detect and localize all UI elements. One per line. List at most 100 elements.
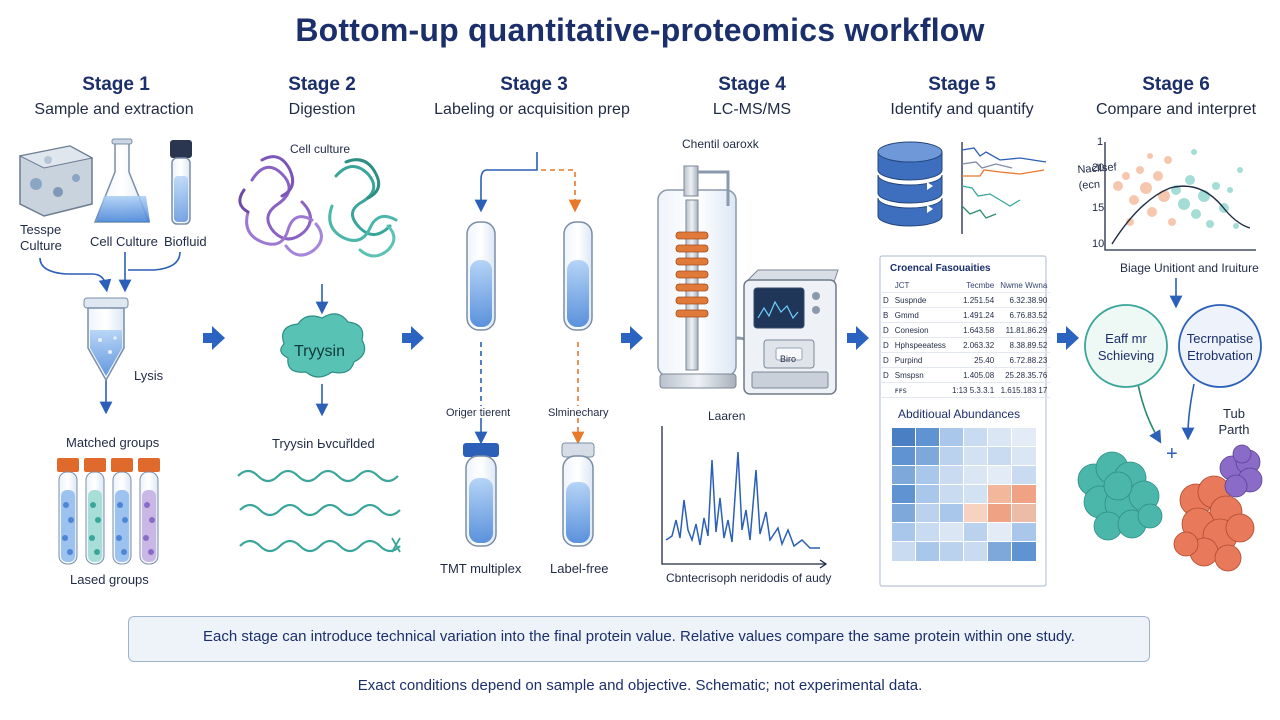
- heatmap-cell: [891, 427, 917, 448]
- digested-label: Tryysin Ьvcuřlded: [272, 436, 375, 451]
- scatter-ytick-10: 10: [1092, 238, 1105, 250]
- heatmap-cell: [891, 522, 917, 543]
- heatmap-cell: [963, 522, 989, 543]
- heatmap-cell: [963, 503, 989, 524]
- table-cell: 25.28.35.76: [997, 367, 1051, 383]
- lased-groups-label: Lased groups: [70, 572, 149, 587]
- heatmap-cell: [963, 484, 989, 505]
- protein-purple-icon: [238, 155, 323, 257]
- database-icon: [877, 141, 943, 227]
- quant-header-cell: Tecmbe: [948, 278, 998, 293]
- variation-note-box: [128, 616, 1150, 662]
- heatmap-cell: [939, 484, 965, 505]
- variation-note: Each stage can introduce technical varia…: [203, 628, 1075, 645]
- heatmap-cell: [939, 522, 965, 543]
- quant-header-cell: [880, 278, 892, 293]
- tissue-block-icon: [18, 145, 94, 217]
- heatmap-cell: [987, 484, 1013, 505]
- stage-arrow-4: [847, 326, 869, 350]
- heatmap-cell: [939, 446, 965, 467]
- quant-table-title: Croencal Fasouaities: [890, 263, 991, 274]
- scatter-x-label: Biage Unitiont and Iruiture: [1120, 261, 1259, 275]
- heatmap-cell: [891, 465, 917, 486]
- heatmap-cell: [1011, 541, 1037, 562]
- heatmap-cell: [963, 465, 989, 486]
- table-cell: 1.643.58: [948, 322, 998, 338]
- table-cell: D: [880, 292, 892, 308]
- bubble-right-circle: [1178, 304, 1262, 388]
- table-cell: D: [880, 337, 892, 353]
- stage-2-number: Stage 2: [288, 74, 356, 95]
- bubble-left-circle: [1084, 304, 1168, 388]
- heatmap-cell: [915, 541, 941, 562]
- path-label: Tub Parth: [1218, 406, 1250, 437]
- heatmap-cell: [987, 427, 1013, 448]
- table-cell: D: [880, 367, 892, 383]
- table-cell: 1.491.24: [948, 307, 998, 323]
- heatmap-cell: [891, 484, 917, 505]
- heatmap-cell: [891, 541, 917, 562]
- protein-complex-orange-icon: [1173, 475, 1255, 572]
- stage-3-name: Labeling or acquisition prep: [434, 101, 630, 118]
- cell-culture-label: Cell culture: [290, 142, 351, 156]
- heatmap-title: Abditioual Abundances: [898, 407, 1021, 421]
- table-cell: 1.405.08: [948, 367, 998, 383]
- protein-complex-teal-icon: [1077, 451, 1163, 541]
- heatmap-cell: [939, 465, 965, 486]
- heatmap-cell: [891, 446, 917, 467]
- stage-4-number: Stage 4: [718, 74, 786, 95]
- stage-arrow-3: [621, 326, 643, 350]
- quant-table-header-row: JCT Tecmbe Nwme Wwna: [880, 278, 1051, 293]
- table-cell: 11.81.86.29: [997, 322, 1051, 338]
- bubble-right-text: Tecrnpatise Etrobvation: [1186, 331, 1254, 363]
- scatter-plot: [1104, 142, 1256, 251]
- heatmap-cell: [1011, 484, 1037, 505]
- table-cell: 2.063.32: [948, 337, 998, 353]
- heatmap-cell: [987, 503, 1013, 524]
- stage-6-number: Stage 6: [1142, 74, 1210, 95]
- heatmap-cell: [987, 541, 1013, 562]
- left-branch-label: Origer tierent: [446, 407, 511, 419]
- flask-label: Cell Culture: [90, 234, 158, 249]
- table-cell: 1:13 5.3.3.1: [948, 382, 998, 398]
- quant-header-cell: JCT: [891, 278, 949, 293]
- table-cell: Purpind: [891, 352, 949, 368]
- protein-teal-icon: [328, 158, 398, 258]
- scatter-y-label: Nacllsef (ecn: [1077, 161, 1117, 193]
- heatmap-cell: [915, 427, 941, 448]
- stage-6-name: Compare and interpret: [1095, 101, 1257, 118]
- biofluid-vial-icon: [170, 140, 192, 225]
- quant-header-cell: Nwme Wwna: [997, 278, 1051, 293]
- heatmap-cell: [1011, 465, 1037, 486]
- stage-1-number: Stage 1: [82, 74, 150, 95]
- trypsin-blob-icon: [280, 313, 366, 378]
- column-label: Chentil oaroxk: [682, 137, 759, 151]
- stage-2-name: Digestion: [288, 101, 356, 118]
- heatmap-cell: [963, 446, 989, 467]
- stage-1-name: Sample and extraction: [34, 101, 194, 118]
- heatmap-cell: [987, 522, 1013, 543]
- lysis-label: Lysis: [134, 368, 164, 383]
- tube-right-top-icon: [563, 221, 593, 331]
- footer-note: Exact conditions depend on sample and ob…: [357, 677, 923, 694]
- heatmap-cell: [963, 427, 989, 448]
- right-branch-label: Slminechary: [548, 407, 609, 419]
- stage-arrow-5: [1057, 326, 1079, 350]
- table-cell: 6.76.83.52: [997, 307, 1051, 323]
- stage-arrows: [203, 326, 1079, 350]
- label-free-label: Label-free: [550, 561, 609, 576]
- table-cell: [880, 382, 892, 398]
- table-cell: 25.40: [948, 352, 998, 368]
- table-cell: 6.72.88.23: [997, 352, 1051, 368]
- mass-spectrometer-icon: [743, 269, 839, 395]
- table-cell: 8.38.89.52: [997, 337, 1051, 353]
- heatmap-cell: [963, 541, 989, 562]
- heatmap-cell: [987, 446, 1013, 467]
- protein-complex-purple-icon: [1219, 444, 1263, 498]
- bubble-left-text: Eaff mr Schieving: [1097, 331, 1155, 363]
